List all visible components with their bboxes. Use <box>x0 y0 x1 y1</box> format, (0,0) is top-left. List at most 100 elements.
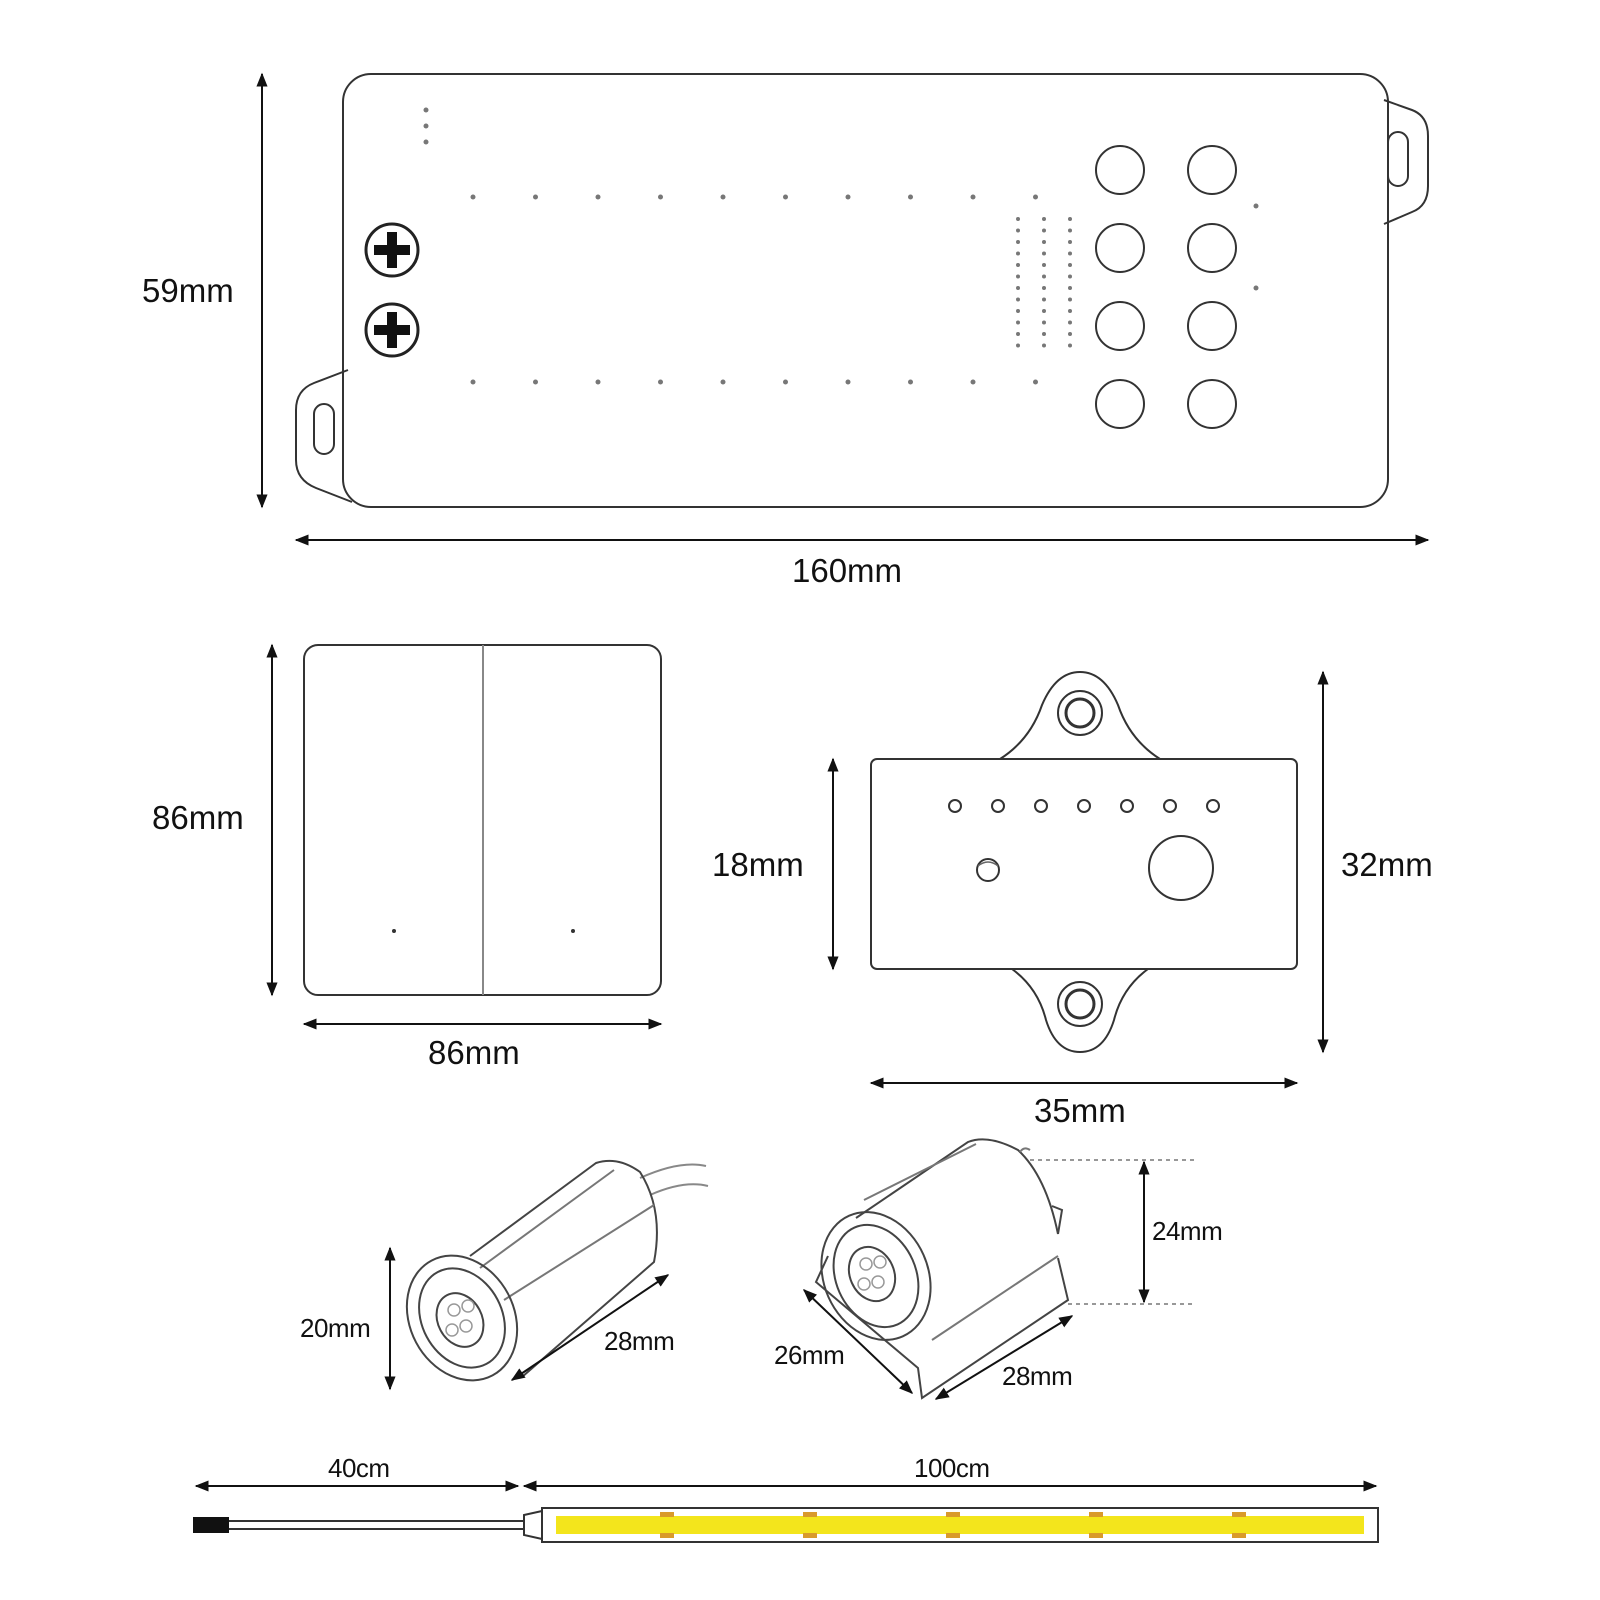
receiver-top-screw-icon <box>1057 690 1103 736</box>
solder-pad-icon <box>1232 1533 1246 1538</box>
vent-dot <box>1042 274 1046 279</box>
controller-width-label: 160mm <box>792 552 902 589</box>
vent-dot <box>1016 297 1020 302</box>
vent-dot <box>1042 217 1046 221</box>
controller-body <box>342 73 1389 508</box>
base-sensor-length-label: 28mm <box>1002 1361 1072 1391</box>
controller-height-label: 59mm <box>142 272 234 309</box>
outline-dot <box>908 379 913 385</box>
vent-dot <box>1068 228 1072 233</box>
led-strip-phosphor <box>556 1516 1364 1534</box>
indicator-dot <box>423 123 429 129</box>
vent-dot <box>1016 240 1020 244</box>
outline-dot <box>1033 379 1038 385</box>
outline-dot <box>1033 194 1038 200</box>
outline-dot <box>783 194 788 200</box>
base-sensor-depth-arrow <box>802 1289 914 1394</box>
controller-dot-pattern <box>423 107 1259 385</box>
indicator-dot <box>1253 203 1259 209</box>
port-hole-icon <box>1187 145 1237 195</box>
receiver-sensor-window-icon <box>1148 835 1214 901</box>
round-sensor-length-label: 28mm <box>604 1326 674 1356</box>
screw-terminal-icon <box>364 302 420 358</box>
vent-dot <box>1068 309 1072 313</box>
vent-dot <box>1016 251 1020 256</box>
outline-dot <box>658 379 663 385</box>
vent-dot <box>1068 263 1072 267</box>
vent-dot <box>1016 309 1020 313</box>
vent-dot <box>1042 240 1046 244</box>
outline-dot <box>720 379 726 385</box>
base-sensor-height-label: 24mm <box>1152 1216 1222 1246</box>
screw-terminals <box>364 222 420 358</box>
vent-dot <box>1016 217 1020 221</box>
led-strip-solder-pads <box>660 1512 1246 1538</box>
receiver-led-icon <box>1077 799 1091 813</box>
solder-pad-icon <box>660 1533 674 1538</box>
vent-dot <box>1042 343 1046 348</box>
round-sensor-length-arrow <box>510 1274 670 1381</box>
solder-pad-icon <box>660 1512 674 1517</box>
indicator-dot <box>1253 285 1259 291</box>
receiver-module <box>870 670 1298 1054</box>
strip-end-cap <box>523 1509 543 1541</box>
strip-length-label: 100cm <box>914 1453 990 1483</box>
port-hole-icon <box>1095 301 1145 351</box>
receiver-led-icon <box>1120 799 1134 813</box>
vent-dot <box>1016 332 1020 336</box>
controller-port-holes <box>1095 145 1237 429</box>
receiver-width-label: 35mm <box>1034 1092 1126 1129</box>
receiver-led-icon <box>991 799 1005 813</box>
port-hole-icon <box>1095 379 1145 429</box>
vent-dot <box>1068 320 1072 325</box>
vent-dot <box>1042 251 1046 256</box>
receiver-bottom-screw-icon <box>1057 981 1103 1027</box>
vent-dot <box>1068 274 1072 279</box>
receiver-button-icon <box>976 858 1000 882</box>
outline-dot <box>470 379 476 385</box>
switch-panel <box>303 644 662 996</box>
base-sensor-depth-label: 26mm <box>774 1340 844 1370</box>
pir-lens-icon <box>847 1245 897 1303</box>
vent-dot <box>1016 263 1020 267</box>
outline-dot <box>533 379 538 385</box>
solder-pad-icon <box>1232 1512 1246 1517</box>
screw-terminal-icon <box>364 222 420 278</box>
port-hole-icon <box>1187 223 1237 273</box>
solder-pad-icon <box>1089 1533 1103 1538</box>
outline-dot <box>783 379 788 385</box>
switch-led-icon <box>571 929 575 933</box>
indicator-dot <box>423 139 429 145</box>
receiver-led-row <box>948 799 1220 813</box>
vent-dot <box>1068 343 1072 348</box>
solder-pad-icon <box>1089 1512 1103 1517</box>
outline-dot <box>720 194 726 200</box>
receiver-bottom-tab <box>1011 968 1149 1054</box>
base-sensor-length-arrow <box>934 1315 1074 1400</box>
outline-dot <box>845 379 851 385</box>
solder-pad-icon <box>946 1533 960 1538</box>
vent-dot <box>1016 274 1020 279</box>
vent-dot <box>1068 332 1072 336</box>
receiver-led-icon <box>948 799 962 813</box>
vent-dot <box>1068 240 1072 244</box>
vent-dot <box>1042 297 1046 302</box>
switch-width-label: 86mm <box>428 1034 520 1071</box>
vent-dot <box>1016 286 1020 290</box>
port-hole-icon <box>1095 223 1145 273</box>
outline-dot <box>658 194 663 200</box>
receiver-led-icon <box>1163 799 1177 813</box>
solder-pad-icon <box>803 1533 817 1538</box>
receiver-inner-height-label: 18mm <box>712 846 804 883</box>
vent-dot <box>1042 309 1046 313</box>
outline-dot <box>970 379 976 385</box>
right-mount-slot-icon <box>1387 131 1409 187</box>
controller-box <box>295 73 1429 508</box>
vent-dot <box>1042 263 1046 267</box>
outline-dot <box>845 194 851 200</box>
vent-dot <box>1042 286 1046 290</box>
indicator-dot <box>423 107 429 113</box>
round-sensor-face <box>405 1254 519 1382</box>
vent-dot <box>1042 228 1046 233</box>
